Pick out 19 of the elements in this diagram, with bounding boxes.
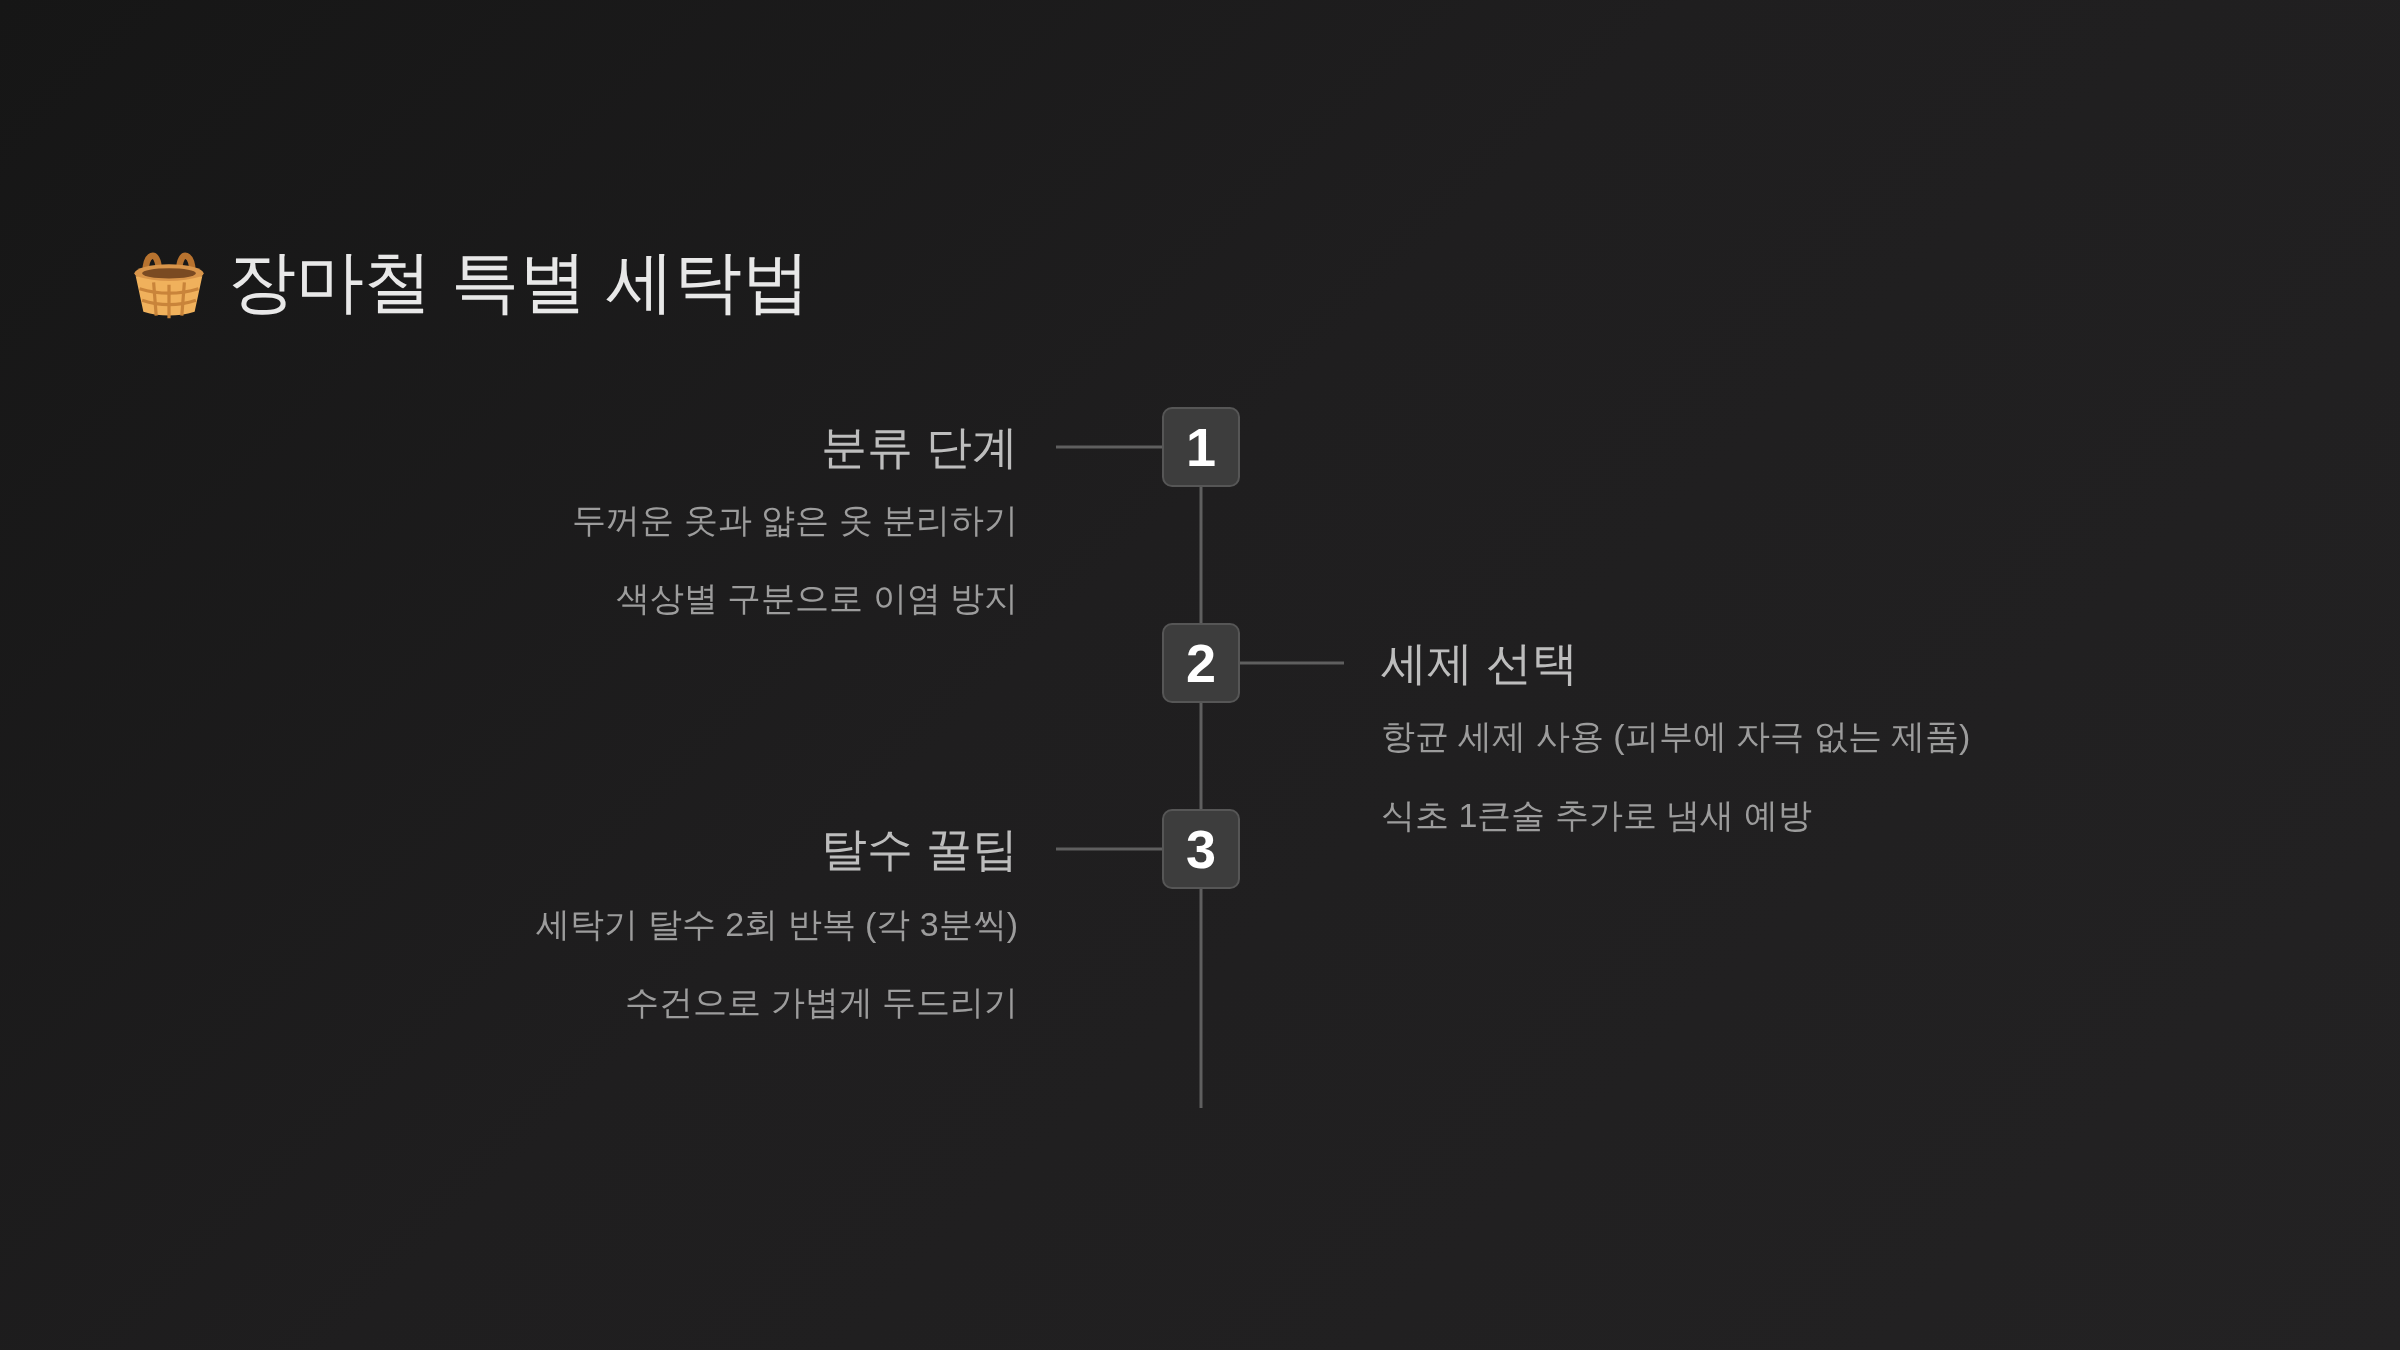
step-detail-text: 식초 1큰술 추가로 냄새 예방 xyxy=(1381,798,1812,832)
step-heading: 탈수 꿀팁 xyxy=(556,821,1056,877)
step-number-box: 2 xyxy=(1162,623,1240,703)
connector-line xyxy=(1199,889,1203,1108)
step-number-box: 3 xyxy=(1162,809,1240,889)
step-heading: 세제 선택 xyxy=(1344,635,1904,691)
title: 장마철 특별 세탁법 xyxy=(228,247,810,315)
step-detail-text: 두꺼운 옷과 얇은 옷 분리하기 xyxy=(572,503,1018,537)
connector-line xyxy=(1240,661,1344,665)
step-heading: 분류 단계 xyxy=(556,419,1056,475)
step-detail-text: 수건으로 가볍게 두드리기 xyxy=(625,985,1018,1019)
connector-line xyxy=(1056,445,1162,449)
connector-line xyxy=(1199,703,1203,809)
connector-line xyxy=(1199,487,1203,623)
step-number-box: 1 xyxy=(1162,407,1240,487)
step-detail-text: 세탁기 탈수 2회 반복 (각 3분씩) xyxy=(536,907,1018,941)
step-detail-text: 색상별 구분으로 이염 방지 xyxy=(615,581,1018,615)
step-detail-text: 항균 세제 사용 (피부에 자극 없는 제품) xyxy=(1381,719,1971,753)
connector-line xyxy=(1056,847,1162,851)
